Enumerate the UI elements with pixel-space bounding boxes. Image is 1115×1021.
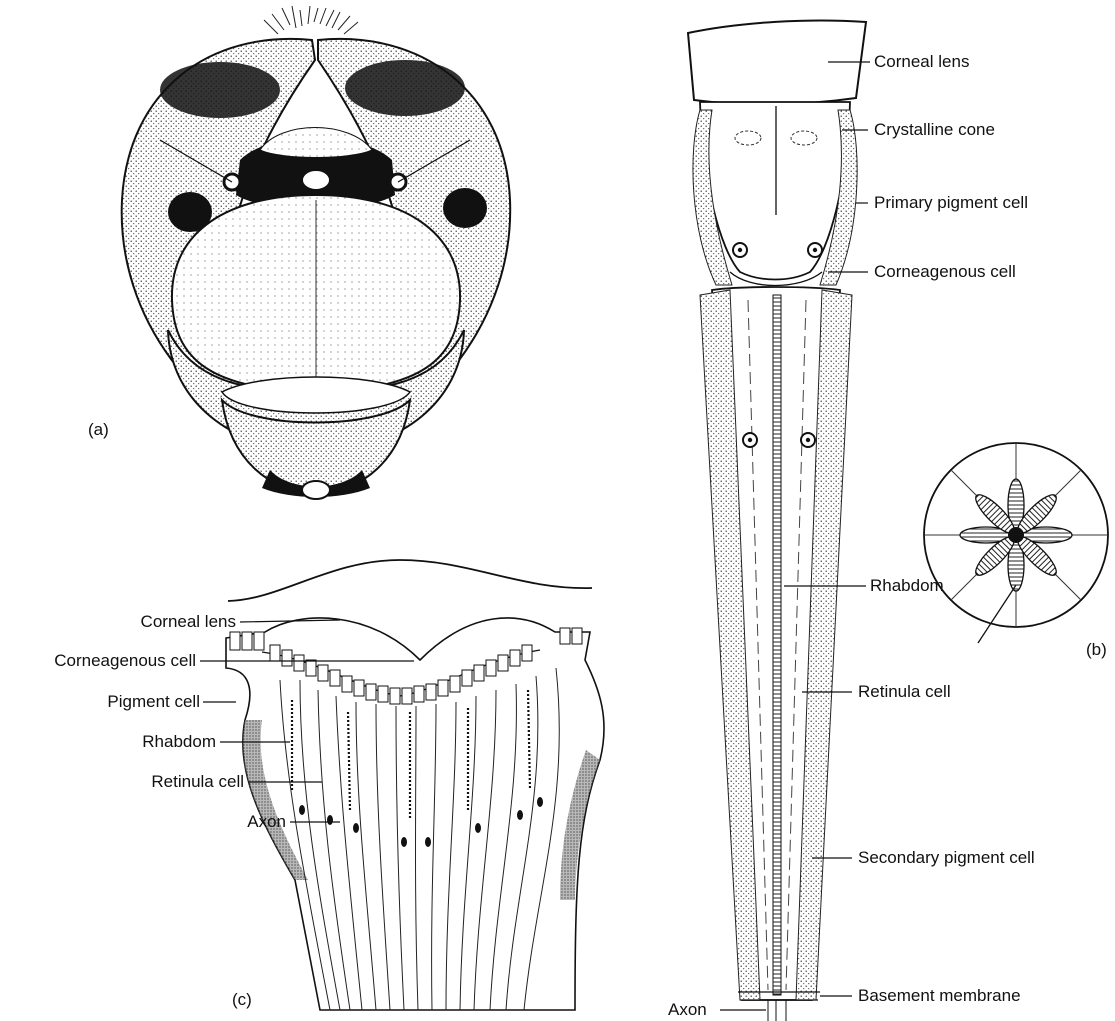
label-c-corneal-lens: Corneal lens (40, 612, 236, 632)
label-b-secondary-pigment-cell: Secondary pigment cell (858, 848, 1035, 868)
label-b-primary-pigment-cell: Primary pigment cell (874, 193, 1028, 213)
label-b-rhabdom: Rhabdom (870, 576, 944, 596)
panel-a-tag: (a) (88, 420, 109, 440)
label-b-corneal-lens: Corneal lens (874, 52, 969, 72)
panel-b-tag: (b) (1086, 640, 1107, 660)
label-b-corneagenous-cell: Corneagenous cell (874, 262, 1016, 282)
panel-b-ommatidium (688, 20, 866, 1021)
label-b-retinula-cell: Retinula cell (858, 682, 951, 702)
label-b-axon: Axon (668, 1000, 707, 1020)
label-c-axon: Axon (180, 812, 286, 832)
panel-c-tag: (c) (232, 990, 252, 1010)
label-b-crystalline-cone: Crystalline cone (874, 120, 995, 140)
ommatidium-cross-section (924, 443, 1108, 643)
panel-c-ocellus (226, 560, 604, 1010)
label-b-basement-membrane: Basement membrane (858, 986, 1021, 1006)
label-c-pigment-cell: Pigment cell (40, 692, 200, 712)
label-c-corneagenous-cell: Corneagenous cell (4, 651, 196, 671)
label-c-rhabdom: Rhabdom (60, 732, 216, 752)
label-c-retinula-cell: Retinula cell (60, 772, 244, 792)
panel-a-dragonfly-head (122, 6, 511, 499)
rhabdom-b (773, 295, 781, 995)
corneal-lens-c (228, 560, 592, 601)
